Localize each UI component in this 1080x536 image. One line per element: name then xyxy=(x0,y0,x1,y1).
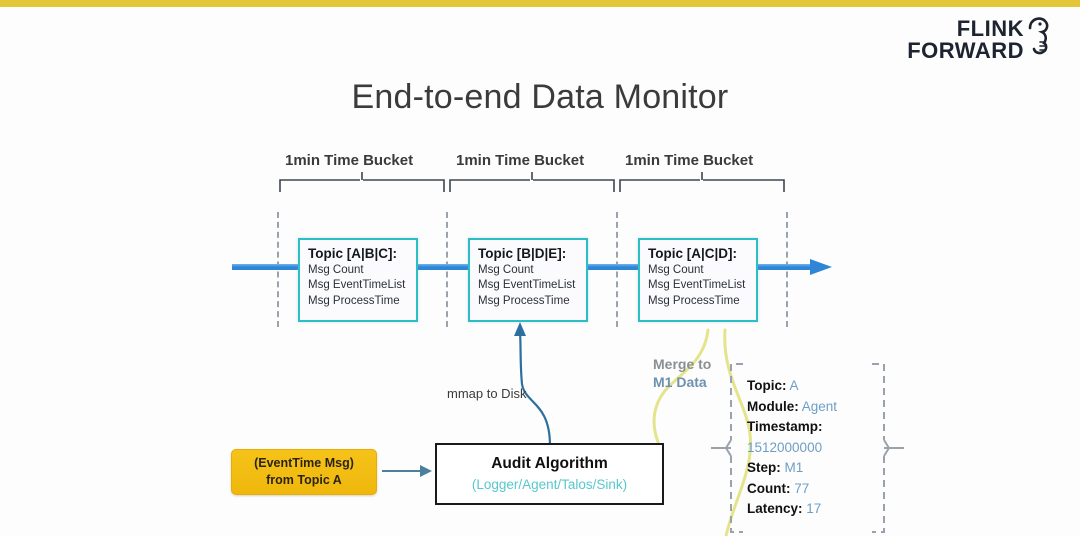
topic-box-3-title: Topic [A|C|D]: xyxy=(648,246,738,261)
record-key-count: Count: xyxy=(747,480,791,496)
record-key-timestamp: Timestamp: xyxy=(747,419,823,435)
mmap-label: mmap to Disk xyxy=(447,386,527,401)
topic-box-2-line-1: Msg Count xyxy=(478,264,534,276)
topic-box-1-title: Topic [A|B|C]: xyxy=(308,246,398,261)
topic-box-1-line-3: Msg ProcessTime xyxy=(308,294,400,307)
bucket-label-1: 1min Time Bucket xyxy=(285,152,414,169)
logo-line-1: FLINK xyxy=(956,16,1024,41)
record-value-topic: A xyxy=(789,378,799,393)
record-value-step: M1 xyxy=(784,460,804,476)
bucket-bracket-2 xyxy=(449,172,615,192)
record-row-latency: Latency: 17 xyxy=(747,499,837,520)
record-key-topic: Topic: xyxy=(747,378,787,393)
record-row-count: Count: 77 xyxy=(747,479,837,500)
audit-title: Audit Algorithm xyxy=(491,454,608,472)
record-key-module: Module: xyxy=(747,398,799,414)
topic-box-2-title: Topic [B|D|E]: xyxy=(478,246,567,261)
bucket-label-3: 1min Time Bucket xyxy=(625,152,754,169)
topic-box-3[interactable]: Topic [A|C|D]: Msg Count Msg EventTimeLi… xyxy=(638,238,758,322)
topic-box-2[interactable]: Topic [B|D|E]: Msg Count Msg EventTimeLi… xyxy=(468,238,588,322)
record-value-latency: 17 xyxy=(806,501,822,517)
merge-label-line-2: M1 Data xyxy=(653,374,707,391)
topic-box-2-line-2: Msg EventTimeList xyxy=(478,279,576,292)
audit-algorithm-box[interactable]: Audit Algorithm (Logger/Agent/Talos/Sink… xyxy=(435,443,664,505)
record-row-module: Module: Agent xyxy=(747,397,837,418)
eventtime-source-box[interactable]: (EventTime Msg) from Topic A xyxy=(231,449,377,495)
merge-curves xyxy=(652,328,753,536)
record-row-timestamp-value: 1512000000 xyxy=(747,438,837,459)
topic-box-1[interactable]: Topic [A|B|C]: Msg Count Msg EventTimeLi… xyxy=(298,238,418,322)
record-value-module: Agent xyxy=(801,398,838,414)
source-line-2: from Topic A xyxy=(266,473,342,487)
flink-forward-logo: FLINK FORWARD xyxy=(900,17,1050,70)
squirrel-icon xyxy=(1028,17,1049,55)
record-fields: Topic: A Module: Agent Timestamp: 151200… xyxy=(747,376,837,520)
topic-box-1-line-1: Msg Count xyxy=(308,264,364,276)
audit-subtitle: (Logger/Agent/Talos/Sink) xyxy=(471,476,628,492)
record-value-timestamp: 1512000000 xyxy=(747,439,823,455)
logo-wordmark: FLINK FORWARD xyxy=(907,18,1024,62)
page-title: End-to-end Data Monitor xyxy=(351,78,729,116)
record-panel-brackets xyxy=(711,363,904,533)
mmap-arrow xyxy=(514,322,552,448)
record-detail-panel: Topic: A Module: Agent Timestamp: 151200… xyxy=(711,360,904,536)
source-line-1: (EventTime Msg) xyxy=(254,456,354,471)
topic-box-3-line-2: Msg EventTimeList xyxy=(648,279,746,292)
logo-line-2: FORWARD xyxy=(907,38,1024,63)
bucket-label-2: 1min Time Bucket xyxy=(456,152,585,169)
record-row-timestamp-key: Timestamp: xyxy=(747,417,837,438)
bucket-bracket-1 xyxy=(279,172,445,192)
record-value-count: 77 xyxy=(794,480,810,496)
bucket-bracket-3 xyxy=(619,172,785,192)
record-row-step: Step: M1 xyxy=(747,458,837,479)
record-key-step: Step: xyxy=(747,460,781,476)
top-accent-bar xyxy=(0,0,1080,7)
merge-label-line-1: Merge to xyxy=(653,356,712,372)
merge-label: Merge to M1 Data xyxy=(653,355,711,391)
topic-box-3-line-3: Msg ProcessTime xyxy=(648,294,740,307)
record-row-topic: Topic: A xyxy=(747,376,837,397)
source-to-audit-arrow xyxy=(382,465,432,477)
topic-box-3-line-1: Msg Count xyxy=(648,264,704,276)
topic-box-1-line-2: Msg EventTimeList xyxy=(308,279,406,292)
record-key-latency: Latency: xyxy=(747,501,803,517)
topic-box-2-line-3: Msg ProcessTime xyxy=(478,294,570,307)
